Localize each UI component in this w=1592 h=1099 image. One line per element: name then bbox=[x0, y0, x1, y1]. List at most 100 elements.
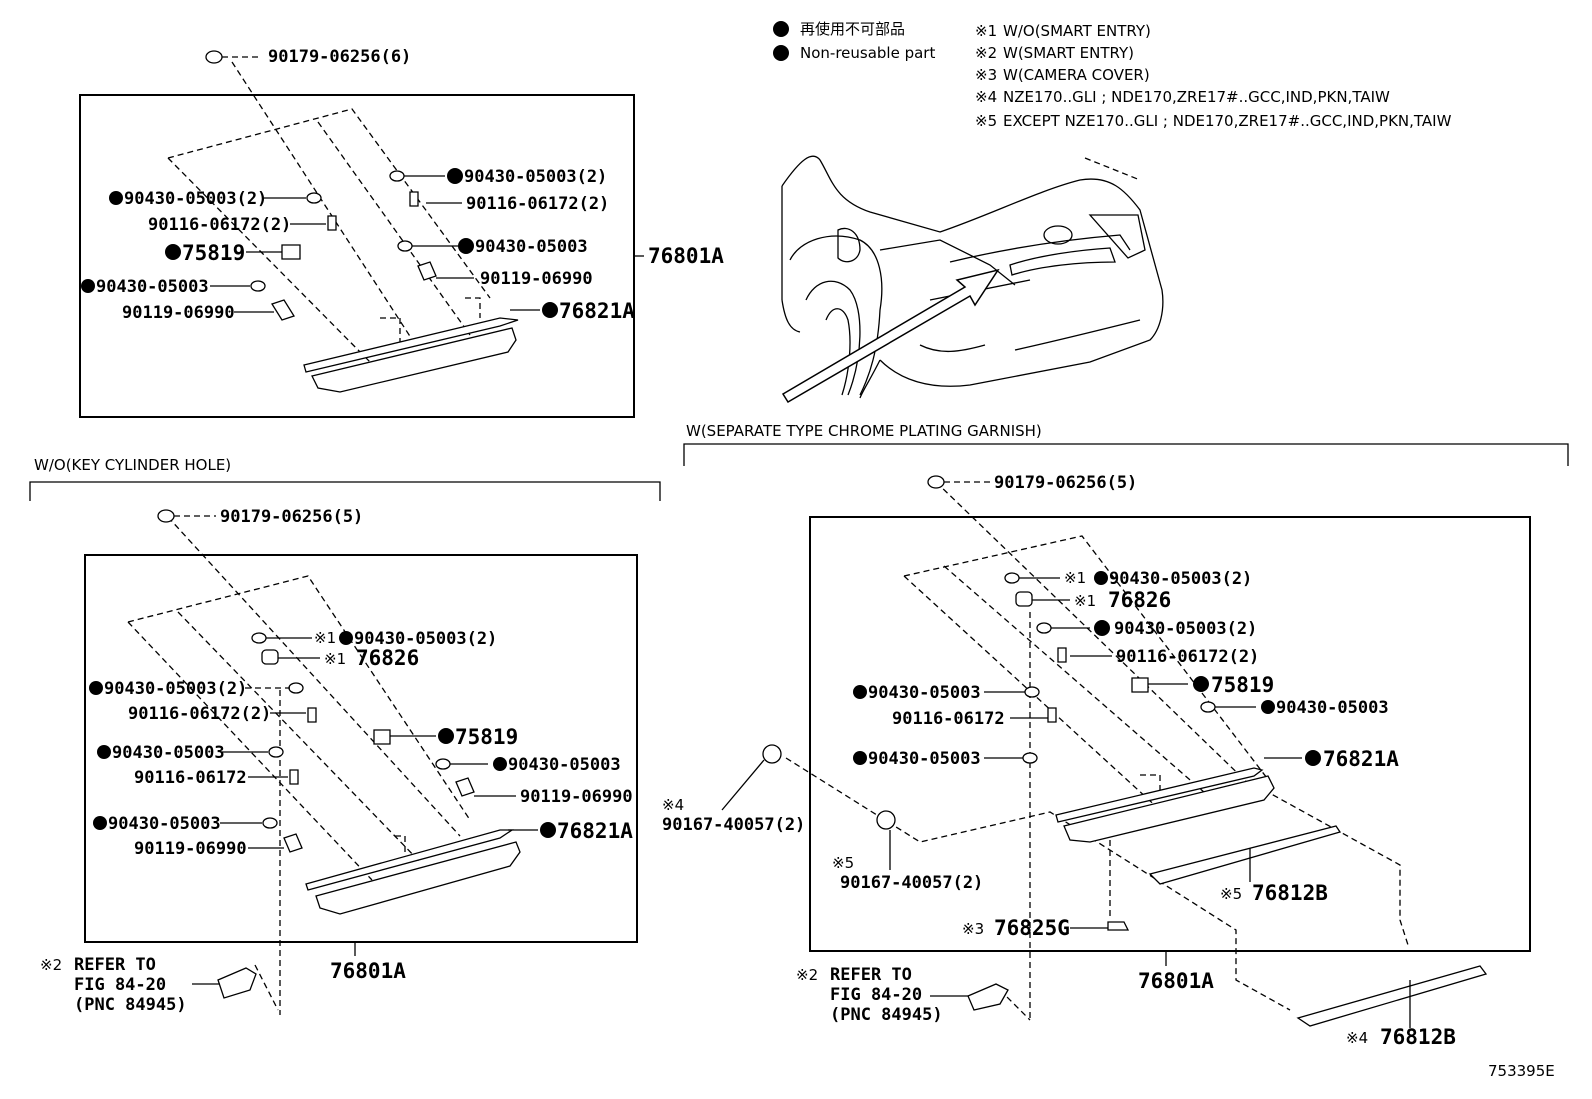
note-mark: ※2 bbox=[796, 966, 818, 984]
non-reusable-dot-icon bbox=[81, 279, 95, 293]
note-mark: ※1 bbox=[1074, 592, 1096, 610]
note-mark: ※2 bbox=[40, 956, 62, 974]
figure-id: 753395E bbox=[1488, 1062, 1555, 1080]
garnish-part bbox=[1055, 767, 1264, 823]
non-reusable-dot-icon bbox=[853, 751, 867, 765]
bolt-icon bbox=[307, 707, 317, 723]
note-text: W/O(SMART ENTRY) bbox=[1003, 22, 1151, 40]
note-mark: ※5 bbox=[832, 854, 854, 872]
note-mark: ※1 bbox=[1064, 569, 1086, 587]
part-label: 90430-05003(2) bbox=[124, 189, 267, 209]
smart-key-sensor-icon bbox=[967, 983, 1009, 1011]
non-reusable-dot-icon bbox=[853, 685, 867, 699]
part-label: 90116-06172(2) bbox=[128, 704, 271, 724]
non-reusable-dot-icon bbox=[438, 728, 454, 744]
part-label: 90179-06256(5) bbox=[220, 507, 363, 527]
non-reusable-dot-icon bbox=[165, 244, 181, 260]
part-label: 90430-05003 bbox=[96, 277, 209, 297]
nut-icon bbox=[1024, 686, 1040, 698]
part-label: 90430-05003(2) bbox=[104, 679, 247, 699]
legend-en: Non-reusable part bbox=[800, 44, 935, 62]
top-diagram: 90179-06256(6) 90430-05003(2) 90116-0617… bbox=[79, 47, 724, 418]
non-reusable-dot-icon bbox=[1094, 620, 1110, 636]
part-label: 90116-06172 bbox=[892, 709, 1005, 729]
part-label: 90430-05003 bbox=[475, 237, 588, 257]
emblem-bolt-icon bbox=[1131, 677, 1149, 693]
smart-key-sensor-icon bbox=[217, 967, 257, 999]
cushion-icon bbox=[1015, 591, 1033, 607]
bottom-right-diagram: W(SEPARATE TYPE CHROME PLATING GARNISH) bbox=[662, 422, 1569, 1049]
part-label: 90116-06172(2) bbox=[1116, 647, 1259, 667]
note-mark: ※1 bbox=[975, 22, 997, 40]
non-reusable-dot-icon bbox=[493, 757, 507, 771]
car-rear-illustration bbox=[781, 155, 1164, 404]
note-text: W(SMART ENTRY) bbox=[1003, 44, 1134, 62]
note-mark: ※4 bbox=[975, 88, 997, 106]
clip-icon bbox=[927, 475, 945, 489]
part-label: 90116-06172(2) bbox=[466, 194, 609, 214]
note-mark: ※5 bbox=[1220, 885, 1242, 903]
cushion-icon bbox=[261, 649, 279, 665]
part-label: 90430-05003 bbox=[868, 683, 981, 703]
clip-icon bbox=[205, 50, 223, 64]
bottom-left-diagram: W/O(KEY CYLINDER HOLE) bbox=[29, 456, 661, 1015]
non-reusable-dot-icon bbox=[542, 302, 558, 318]
nut-icon bbox=[250, 280, 266, 292]
legend-jp: 再使用不可部品 bbox=[800, 20, 905, 38]
part-label: 90116-06172 bbox=[134, 768, 247, 788]
note-mark: ※4 bbox=[1346, 1029, 1368, 1047]
part-label: 75819 bbox=[182, 241, 245, 265]
nut-icon bbox=[397, 240, 413, 252]
part-label: 90167-40057(2) bbox=[662, 815, 805, 835]
garnish-part bbox=[303, 317, 519, 373]
nut-icon bbox=[1200, 701, 1216, 713]
location-arrow-icon bbox=[781, 268, 1000, 404]
note-text: EXCEPT NZE170..GLI ; NDE170,ZRE17#..GCC,… bbox=[1003, 112, 1452, 130]
note-text: NZE170..GLI ; NDE170,ZRE17#..GCC,IND,PKN… bbox=[1003, 88, 1390, 106]
garnish-part bbox=[305, 829, 515, 891]
legend: 再使用不可部品 Non-reusable part ※1 W/O(SMART E… bbox=[773, 20, 1452, 130]
part-label: 76821A bbox=[557, 819, 633, 843]
non-reusable-dot-icon bbox=[458, 238, 474, 254]
non-reusable-dot-icon bbox=[1261, 700, 1275, 714]
part-label: 90430-05003 bbox=[868, 749, 981, 769]
bolt-icon bbox=[1057, 647, 1067, 663]
part-label: 90119-06990 bbox=[480, 269, 593, 289]
note-text: W(CAMERA COVER) bbox=[1003, 66, 1150, 84]
clip-icon bbox=[157, 509, 175, 523]
non-reusable-dot-icon bbox=[1094, 571, 1108, 585]
nut-icon bbox=[1004, 572, 1020, 584]
refer-line: REFER TO bbox=[830, 965, 912, 985]
refer-line: (PNC 84945) bbox=[74, 995, 187, 1015]
chrome-garnish-part bbox=[1296, 965, 1488, 1027]
refer-line: (PNC 84945) bbox=[830, 1005, 943, 1025]
part-label: 90430-05003(2) bbox=[1114, 619, 1257, 639]
chrome-garnish-part bbox=[1148, 825, 1342, 885]
nut-icon bbox=[268, 746, 284, 758]
part-label: 76825G bbox=[994, 916, 1070, 940]
non-reusable-dot-icon bbox=[339, 631, 353, 645]
part-label: 90119-06990 bbox=[520, 787, 633, 807]
part-label: 90430-05003(2) bbox=[464, 167, 607, 187]
part-label: 90430-05003 bbox=[108, 814, 221, 834]
part-label: 75819 bbox=[455, 725, 518, 749]
non-reusable-dot-icon bbox=[1305, 750, 1321, 766]
nut-icon bbox=[435, 758, 451, 770]
part-label: 75819 bbox=[1211, 673, 1274, 697]
nut-icon bbox=[389, 170, 405, 182]
part-label: 90116-06172(2) bbox=[148, 215, 291, 235]
note-mark: ※3 bbox=[975, 66, 997, 84]
refer-line: REFER TO bbox=[74, 955, 156, 975]
note-mark: ※4 bbox=[662, 796, 684, 814]
part-label: 90430-05003(2) bbox=[1109, 569, 1252, 589]
note-mark: ※3 bbox=[962, 920, 984, 938]
stud-bolt-icon bbox=[417, 261, 437, 281]
non-reusable-dot-icon bbox=[93, 816, 107, 830]
part-label: 90119-06990 bbox=[122, 303, 235, 323]
bolt-icon bbox=[409, 191, 419, 207]
non-reusable-dot-icon bbox=[97, 745, 111, 759]
bolt-icon bbox=[289, 769, 299, 785]
stud-bolt-icon bbox=[283, 833, 303, 853]
nut-icon bbox=[306, 192, 322, 204]
note-mark: ※5 bbox=[975, 112, 997, 130]
